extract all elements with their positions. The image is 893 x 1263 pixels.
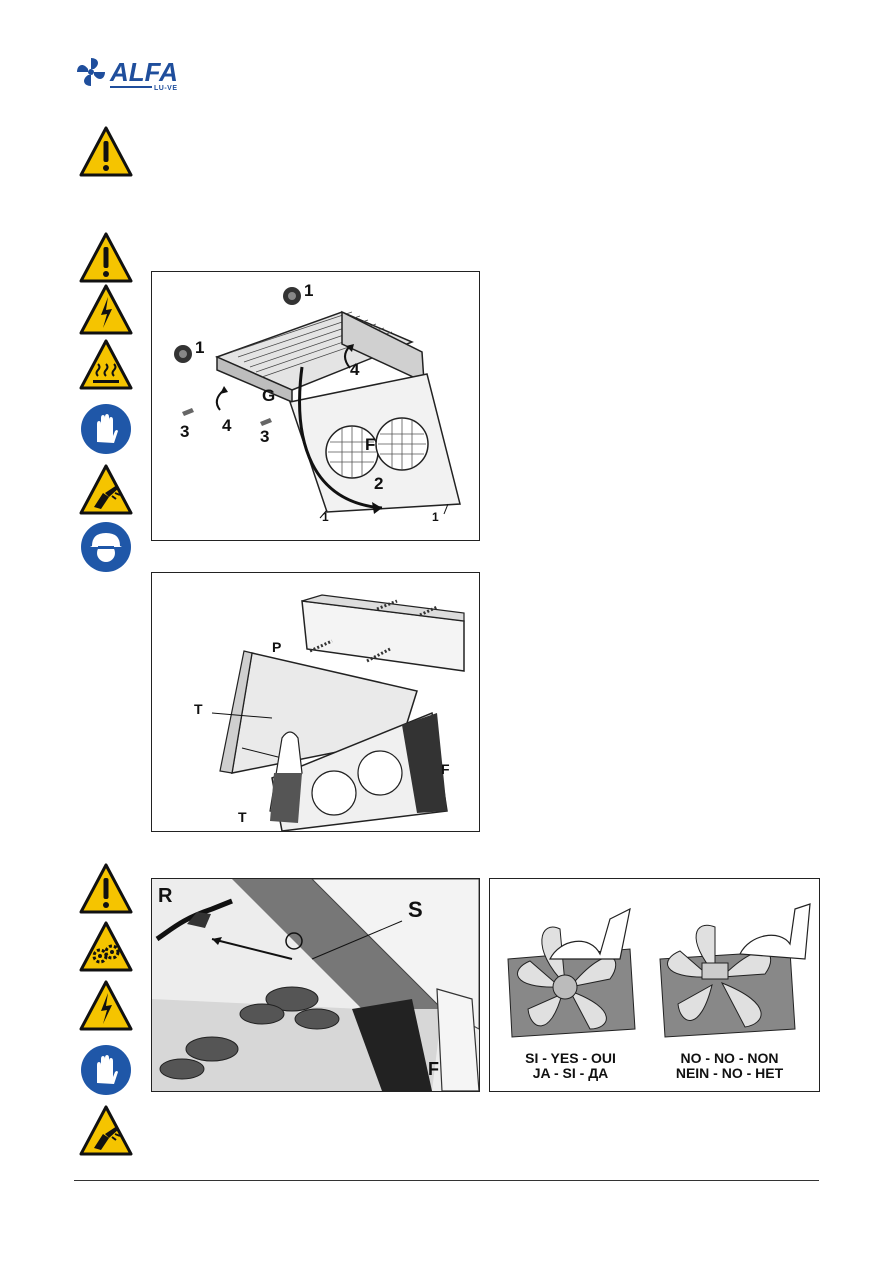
heater-removal-illustration <box>211 594 465 831</box>
label-t: T <box>238 809 247 825</box>
label-3: 3 <box>260 427 270 446</box>
label-t: T <box>194 701 203 717</box>
label-g: G <box>262 386 276 405</box>
label-4: 4 <box>222 416 232 435</box>
fan-connection-illustration <box>152 879 479 1091</box>
label-4: 4 <box>350 360 360 379</box>
footer-divider <box>74 1180 819 1181</box>
caption-no-line1: NO - NO - NON <box>680 1050 779 1066</box>
warning-icon <box>79 126 133 177</box>
figure-fan-handling: SI - YES - OUI JA - SI - ДА NO - NO - NO… <box>489 878 820 1092</box>
warning-icon <box>79 232 133 283</box>
label-f: F <box>365 435 376 454</box>
fan-logo-icon <box>77 58 105 86</box>
gloves-mandatory-icon <box>81 404 131 454</box>
caption-yes-line1: SI - YES - OUI <box>525 1050 616 1066</box>
brand-underline <box>110 86 152 88</box>
hot-surface-icon <box>79 339 133 390</box>
moving-parts-hazard-icon <box>79 921 133 972</box>
label-1: 1 <box>195 338 205 357</box>
label-r: R <box>158 885 173 907</box>
gloves-mandatory-icon <box>81 1045 131 1095</box>
alfa-logo: ALFA LU-VE <box>74 55 186 95</box>
cutting-hazard-icon <box>79 1105 133 1156</box>
helmet-mandatory-icon <box>81 522 131 572</box>
caption-no-line2: NEIN - NO - HET <box>675 1065 784 1081</box>
figure-heater-removal: P T T F <box>151 572 480 832</box>
label-f: F <box>441 761 450 777</box>
fan-handling-illustration <box>507 903 811 1038</box>
label-1: 1 <box>432 510 439 524</box>
electric-hazard-icon <box>79 980 133 1031</box>
label-p: P <box>272 639 282 655</box>
cutting-hazard-icon <box>79 464 133 515</box>
warning-icon <box>79 863 133 914</box>
label-2: 2 <box>374 474 384 493</box>
figure-fan-connection: R S F <box>151 878 480 1092</box>
label-f: F <box>428 1059 439 1079</box>
label-1: 1 <box>304 281 314 300</box>
caption-yes-line2: JA - SI - ДА <box>532 1065 609 1081</box>
brand-name: ALFA <box>110 57 178 87</box>
unit-opening-illustration <box>174 287 461 519</box>
electric-hazard-icon <box>79 284 133 335</box>
label-3: 3 <box>180 422 190 441</box>
figure-unit-opening: 1 1 1 1 2 3 3 4 4 G F <box>151 271 480 541</box>
label-s: S <box>408 897 423 922</box>
brand-sub: LU-VE <box>154 85 178 92</box>
label-1: 1 <box>322 510 329 524</box>
